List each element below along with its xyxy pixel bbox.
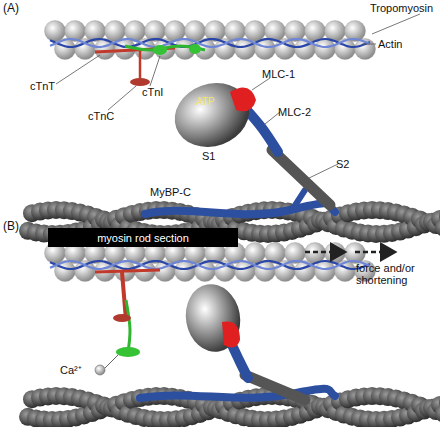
actin-monomer [75,261,96,282]
part-label: cTnC [88,110,114,122]
leader-line [108,86,136,110]
s1-head [166,73,259,157]
s2-segment [245,375,305,400]
actin-monomer [75,39,96,60]
myosin-sphere [435,405,440,423]
thick-filament [19,387,440,427]
tropomyosin-strand [50,39,370,47]
box-text: myosin rod section [97,232,189,244]
label-box: myosin rod section [48,228,238,247]
myosin-sphere [439,393,440,411]
part-label: MyBP-C [150,186,191,198]
ctni-blob [189,44,201,54]
part-label: force and/or shortening [356,262,434,286]
actin-monomer [245,243,266,264]
actin-monomer [315,261,336,282]
ctnt-subunit [95,270,160,272]
part-label: cTnT [30,80,55,92]
ctnc-subunit [122,272,126,320]
leader-line [56,55,100,84]
tropomyosin-strand [50,39,370,47]
part-label: ATP [196,96,215,108]
part-label: cTnI [142,86,163,98]
part-label: Ca²⁺ [60,364,82,376]
myosin-sphere [435,219,440,237]
actin-monomer [315,39,336,60]
mybpc-branch [292,190,305,210]
leader-line [150,56,160,86]
thin-filament [45,243,376,282]
part-label: MLC-2 [278,106,311,118]
s2-segment [272,150,330,205]
calcium-ion [95,365,105,375]
s1-head [181,280,246,356]
mybpc-strand [145,203,335,214]
ctnc-stalk [139,50,142,78]
mlc1-chain [230,88,256,112]
ctni-blob [153,45,167,55]
ctnc-subunit [130,78,150,86]
ctnc-lobe [113,314,131,322]
myosin-sphere [439,207,440,225]
part-label: Tropomyosin [370,2,433,14]
part-label: Actin [378,38,402,50]
leader-line [362,44,376,45]
tropomyosin-strand [50,261,370,269]
part-label: (A) [3,2,19,14]
part-label: MLC-1 [262,68,295,80]
thin-filament [45,21,376,60]
ctni-subunit [126,300,130,352]
calcium-link [105,355,118,368]
force-arrow [355,251,395,254]
actin-monomer [195,261,216,282]
mlc1-chain [222,321,240,347]
mlc2-chain [232,345,248,378]
mlc2-chain [245,108,278,152]
ctni-blob [116,347,140,357]
actin-monomer [105,21,126,42]
leader-line [372,14,420,34]
part-label: S1 [202,150,215,162]
part-label: (B) [3,220,19,232]
leader-line [265,112,280,124]
leader-line [305,164,338,180]
actin-monomer [45,21,66,42]
force-arrow [305,251,345,254]
tropomyosin-strand [50,261,370,269]
part-label: S2 [336,158,349,170]
actin-monomer [245,21,266,42]
